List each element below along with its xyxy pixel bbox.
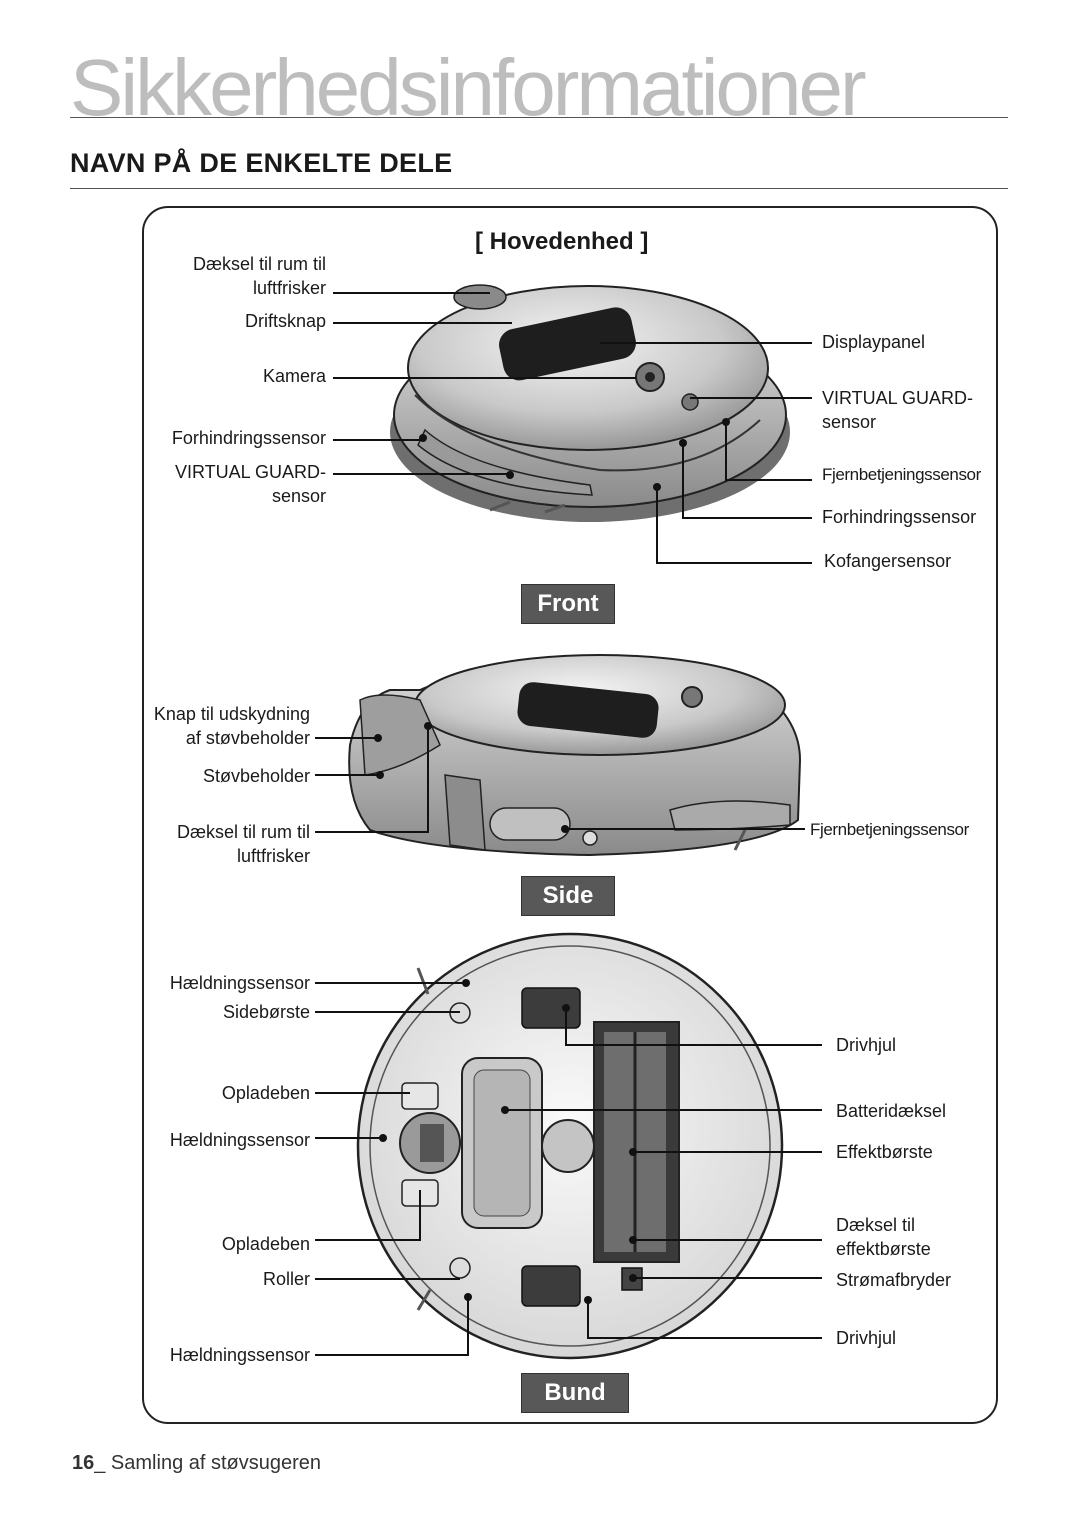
label-power-brush-cover: Dæksel til effektbørste (836, 1213, 931, 1261)
footer-text: _ Samling af støvsugeren (94, 1452, 322, 1474)
label-freshener-cover: Dæksel til rum til luftfrisker (193, 252, 326, 300)
label-display-panel: Displaypanel (822, 332, 926, 352)
page-title: Sikkerhedsinformationer (70, 43, 867, 132)
label-tilt-sensor-mid: Hældningssensor (169, 1130, 310, 1150)
side-view-robot (315, 654, 805, 857)
drive-wheel-icon (521, 987, 581, 1029)
label-charging-pin-bottom: Opladeben (221, 1234, 310, 1254)
freshener-cover-icon (453, 284, 507, 310)
display-panel-icon (499, 307, 636, 381)
page-footer: 16_ Samling af støvsugeren (72, 1452, 321, 1475)
page-number: 16 (72, 1452, 95, 1474)
label-freshener-cover-line1: Dæksel til rum til (192, 254, 326, 274)
diagram-subtitle: [ Hovedenhed ] (475, 228, 649, 255)
heading-rule (70, 188, 1008, 189)
label-virtual-guard-right-line1: VIRTUAL GUARD- (822, 388, 974, 408)
label-obstacle-sensor-right: Forhindringssensor (822, 507, 977, 527)
bottom-view-robot (315, 932, 822, 1360)
label-side-brush: Sidebørste (222, 1002, 310, 1022)
label-remote-sensor-side: Fjernbetjeningssensor (810, 820, 969, 839)
front-bumper-window (417, 428, 593, 496)
label-freshener-cover-line2: luftfrisker (252, 278, 326, 298)
label-drive-wheel-top: Drivhjul (836, 1035, 897, 1055)
label-battery-cover: Batteridæksel (836, 1101, 947, 1121)
label-bumper-sensor: Kofangersensor (824, 551, 952, 571)
label-power-brush-cover-line1: Dæksel til (836, 1215, 916, 1235)
label-tilt-sensor-top: Hældningssensor (169, 973, 310, 993)
label-virtual-guard-left-line1: VIRTUAL GUARD- (174, 462, 326, 482)
label-operation-button: Driftsknap (244, 311, 326, 331)
label-dustbin-release-line2: af støvbeholder (185, 728, 310, 748)
label-virtual-guard-right: VIRTUAL GUARD- sensor (822, 386, 973, 434)
label-virtual-guard-left-line2: sensor (271, 486, 326, 506)
view-tag-bottom: Bund (521, 1373, 629, 1413)
label-remote-sensor-front: Fjernbetjeningssensor (822, 465, 981, 484)
drive-wheel-icon (521, 1265, 581, 1307)
label-power-switch: Strømafbryder (836, 1270, 952, 1290)
diagram-frame (142, 206, 998, 1424)
title-rule (70, 117, 1008, 118)
label-virtual-guard-left: VIRTUAL GUARD- sensor (175, 460, 326, 508)
label-obstacle-sensor-left: Forhindringssensor (171, 428, 326, 448)
label-dustbin: Støvbeholder (202, 766, 310, 786)
label-tilt-sensor-bottom: Hældningssensor (169, 1345, 310, 1365)
front-view-robot (333, 284, 812, 564)
label-roller: Roller (262, 1269, 310, 1289)
label-drive-wheel-bottom: Drivhjul (836, 1328, 897, 1348)
label-camera: Kamera (262, 366, 326, 386)
label-freshener-cover-side-line1: Dæksel til rum til (176, 822, 310, 842)
label-power-brush: Effektbørste (836, 1142, 933, 1162)
charging-pin-icon (401, 1082, 439, 1110)
view-tag-side: Side (521, 876, 615, 916)
view-tag-front: Front (521, 584, 615, 624)
label-dustbin-release: Knap til udskydning af støvbeholder (154, 702, 310, 750)
label-virtual-guard-right-line2: sensor (822, 412, 877, 432)
label-power-brush-cover-line2: effektbørste (836, 1239, 931, 1259)
label-freshener-cover-side-line2: luftfrisker (236, 846, 310, 866)
label-dustbin-release-line1: Knap til udskydning (153, 704, 310, 724)
section-heading: NAVN PÅ DE ENKELTE DELE (70, 148, 453, 178)
label-freshener-cover-side: Dæksel til rum til luftfrisker (177, 820, 310, 868)
side-display-panel-icon (517, 682, 659, 738)
label-charging-pin-top: Opladeben (221, 1083, 310, 1103)
